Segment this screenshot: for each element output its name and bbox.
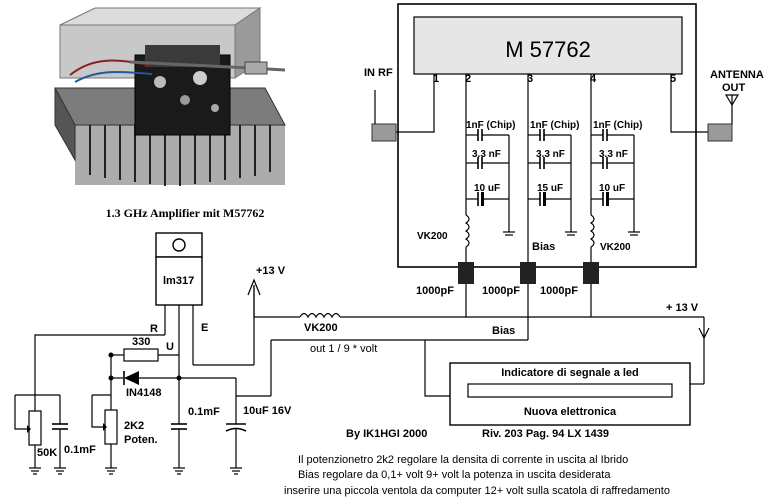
r330 — [123, 348, 159, 362]
led-bar — [467, 383, 673, 398]
bias-label-module: Bias — [532, 241, 555, 253]
diode-label: IN4148 — [126, 387, 161, 399]
bias-line-label: Bias — [492, 325, 515, 337]
plus13-right-label: + 13 V — [666, 302, 699, 314]
c2-label-col1: 3.3 nF — [472, 149, 501, 160]
feedthrough-cap-2 — [520, 262, 536, 284]
note-line-1: Il potenzionetro 2k2 regolare la densita… — [298, 454, 628, 466]
pot-50k — [14, 394, 60, 468]
lm317-body — [155, 256, 203, 306]
plus13-top-label: +13 V — [256, 265, 286, 277]
antenna-label-1: ANTENNA — [710, 69, 764, 81]
module-name: M 57762 — [505, 37, 591, 62]
feedthrough-label-3: 1000pF — [540, 285, 578, 297]
choke-label-col3: VK200 — [600, 242, 631, 253]
pot-2k2 — [91, 378, 118, 468]
c01-mid-label: 0.1mF — [188, 406, 220, 418]
decoupling-column-pin3 — [527, 74, 577, 262]
pot50k-label: 50K — [37, 447, 57, 459]
amplifier-photo — [40, 0, 300, 205]
lm317-tab — [155, 232, 203, 258]
supply-choke-label: VK200 — [304, 322, 338, 334]
indicator-sub: Nuova elettronica — [524, 406, 617, 418]
note-line-3: inserire una piccola ventola da computer… — [284, 485, 670, 497]
cap-10uf — [225, 396, 247, 468]
lm317-pin-u-label: U — [166, 341, 174, 353]
author-label: By IK1HGI 2000 — [346, 428, 427, 440]
r330-label: 330 — [132, 336, 150, 348]
c2-label-col3: 3.3 nF — [599, 149, 628, 160]
rf-in-label: IN RF — [364, 67, 393, 79]
pin-5-label: 5 — [670, 73, 676, 85]
antenna-connector — [707, 123, 733, 142]
r-pin-wire — [34, 334, 165, 395]
feedthrough-cap-1 — [458, 262, 474, 284]
pin-4-label: 4 — [590, 73, 597, 85]
c1-label-col1: 1nF (Chip) — [466, 120, 515, 131]
supply-rail — [247, 278, 710, 384]
lm317-label: lm317 — [163, 275, 194, 287]
indicator-feed — [424, 340, 450, 397]
pin-1-wire — [396, 74, 435, 133]
c3-label-col2: 15 uF — [537, 183, 563, 194]
c1-label-col2: 1nF (Chip) — [530, 120, 579, 131]
antenna-icon — [724, 94, 740, 107]
reference-label: Riv. 203 Pag. 94 LX 1439 — [482, 428, 609, 440]
pot2k2-label-1: 2K2 — [124, 420, 144, 432]
feedthrough-label-1: 1000pF — [416, 285, 454, 297]
choke-label-col1: VK200 — [417, 231, 448, 242]
lm317-hole — [172, 238, 186, 252]
lm317-pin-e-label: E — [201, 322, 208, 334]
pin-3-label: 3 — [527, 73, 533, 85]
feedthrough-label-2: 1000pF — [482, 285, 520, 297]
ground-symbols — [29, 467, 242, 475]
pot2k2-label-2: Poten. — [124, 434, 158, 446]
c1-label-col3: 1nF (Chip) — [593, 120, 642, 131]
lm317-pin-r-label: R — [150, 323, 158, 335]
note-line-2: Bias regolare da 0,1+ volt 9+ volt la po… — [298, 469, 611, 481]
diode-in4148 — [111, 371, 236, 385]
c3-label-col1: 10 uF — [474, 183, 500, 194]
rf-in-connector — [371, 123, 397, 142]
indicator-title: Indicatore di segnale a led — [501, 367, 639, 379]
cap-01-left — [52, 395, 68, 468]
cap-01-mid — [171, 378, 187, 468]
c3-label-col3: 10 uF — [599, 183, 625, 194]
pin-2-label: 2 — [465, 73, 471, 85]
module-enclosure — [397, 3, 697, 268]
antenna-label-2: OUT — [722, 82, 746, 94]
bias-out-label: out 1 / 9 * volt — [310, 343, 377, 355]
c10u-label: 10uF 16V — [243, 405, 292, 417]
pin-1-label: 1 — [433, 73, 439, 85]
module-body — [413, 16, 683, 75]
decoupling-column-pin4 — [589, 74, 640, 262]
c01-left-label: 0.1mF — [64, 444, 96, 456]
c2-label-col2: 3.3 nF — [536, 149, 565, 160]
photo-caption: 1.3 GHz Amplifier mit M57762 — [106, 206, 265, 220]
pin-5-wire — [670, 74, 708, 133]
feedthrough-cap-3 — [583, 262, 599, 284]
decoupling-column-pin2 — [464, 74, 515, 262]
